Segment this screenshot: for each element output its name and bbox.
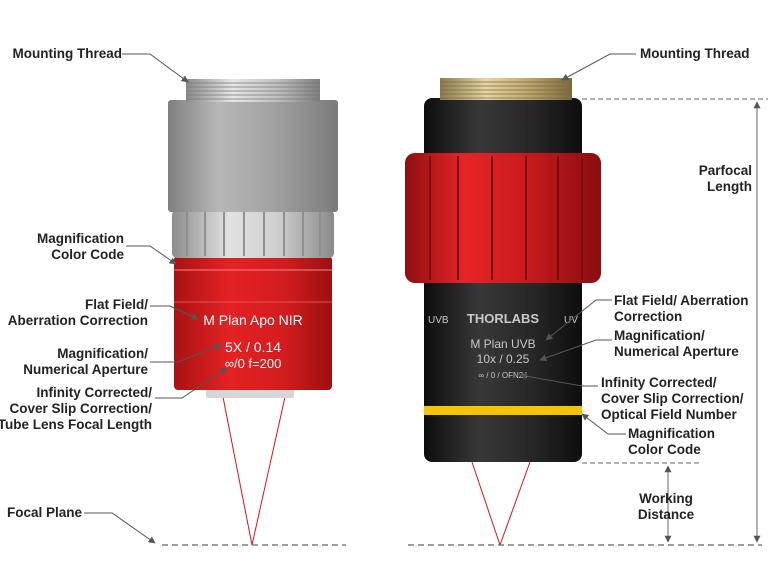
left-mag-na-label-2: Numerical Aperture xyxy=(23,362,148,377)
left-front-nose xyxy=(206,388,294,398)
focal-plane-label: Focal Plane xyxy=(7,505,83,520)
right-engraving-name: M Plan UVB xyxy=(470,337,535,351)
right-infinity-label-3: Optical Field Number xyxy=(601,407,738,422)
left-focus-ray-right xyxy=(251,396,286,546)
right-thread-lines xyxy=(440,81,572,99)
right-focus-ray-right xyxy=(499,461,531,546)
right-mounting-thread xyxy=(440,78,572,100)
left-mag-color-code-label-1: Magnification xyxy=(37,231,124,246)
left-infinity-label-3: Tube Lens Focal Length xyxy=(0,417,152,432)
right-focus-ray-left xyxy=(471,461,501,546)
left-engraving-name: M Plan Apo NIR xyxy=(203,312,303,328)
left-engraving-infinity: ∞/0 f=200 xyxy=(225,356,282,371)
working-distance-label-1: Working xyxy=(639,491,693,506)
left-red-band xyxy=(174,256,332,390)
left-flat-field-label-2: Aberration Correction xyxy=(8,313,148,328)
left-focus-ray-left xyxy=(222,396,253,546)
right-yellow-band xyxy=(424,406,582,415)
right-engraving-brand: THORLABS xyxy=(467,311,540,326)
leader-lines xyxy=(84,53,636,544)
right-flat-field-label-1: Flat Field/ Aberration xyxy=(614,293,749,308)
parfocal-label-2: Length xyxy=(707,179,752,194)
left-mag-color-code-label-2: Color Code xyxy=(51,247,124,262)
right-engraving-mag-na: 10x / 0.25 xyxy=(477,352,530,366)
right-engraving-infinity: ∞ / 0 / OFN24 xyxy=(478,371,528,380)
right-flat-field-label-2: Correction xyxy=(614,309,682,324)
dimension-lines xyxy=(582,98,768,543)
left-knurled-ring xyxy=(172,210,334,258)
right-engraving-side-left: UVB xyxy=(428,315,449,326)
right-mag-color-code-label-2: Color Code xyxy=(628,442,701,457)
left-infinity-label-2: Cover Slip Correction/ xyxy=(9,401,152,416)
left-mag-na-label-1: Magnification/ xyxy=(57,346,148,361)
left-engraving-mag-na: 5X / 0.14 xyxy=(225,339,281,355)
right-collar-grooves xyxy=(429,156,583,280)
left-mounting-thread-label: Mounting Thread xyxy=(13,46,122,61)
left-thread-lines xyxy=(186,82,320,100)
left-infinity-label-1: Infinity Corrected/ xyxy=(36,385,152,400)
right-mag-na-label-1: Magnification/ xyxy=(614,328,705,343)
working-distance-label-2: Distance xyxy=(638,507,695,522)
right-mag-color-code-label-1: Magnification xyxy=(628,426,715,441)
right-infinity-label-1: Infinity Corrected/ xyxy=(601,375,717,390)
left-objective: M Plan Apo NIR 5X / 0.14 ∞/0 f=200 xyxy=(168,79,338,546)
right-mounting-thread-label: Mounting Thread xyxy=(640,46,749,61)
left-knurl-grooves xyxy=(186,212,321,256)
right-red-collar xyxy=(405,153,601,283)
right-mag-na-label-2: Numerical Aperture xyxy=(614,344,739,359)
left-gray-body xyxy=(168,100,338,212)
right-objective: THORLABS M Plan UVB 10x / 0.25 ∞ / 0 / O… xyxy=(405,78,601,546)
right-infinity-label-2: Cover Slip Correction/ xyxy=(601,391,744,406)
left-mounting-thread xyxy=(186,79,320,102)
parfocal-label-1: Parfocal xyxy=(699,163,752,178)
left-flat-field-label-1: Flat Field/ xyxy=(85,297,148,312)
